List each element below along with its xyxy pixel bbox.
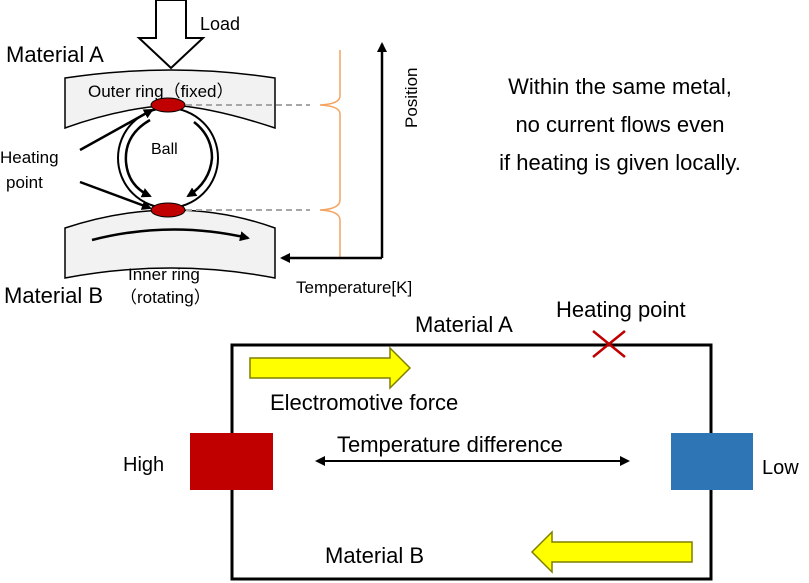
heating-point-x-icon (592, 330, 626, 358)
material-a-label: Material A (6, 42, 104, 67)
load-arrow (136, 0, 206, 70)
emf-arrow-left (530, 530, 693, 574)
temperature-difference-label: Temperature difference (337, 432, 563, 457)
ball-rotation-arrow-left (124, 118, 152, 198)
temperature-axis-label: Temperature[K] (296, 278, 412, 297)
inner-ring-rotation-arrow (91, 228, 250, 242)
ball-rotation-arrow-right (186, 121, 214, 198)
bottom-material-b-label: Material B (325, 543, 424, 568)
bottom-heating-point-label: Heating point (556, 297, 686, 322)
heating-point-label-line1: Heating (0, 148, 59, 167)
note-line-3: if heating is given locally. (499, 150, 741, 175)
note-line-2: no current flows even (515, 112, 724, 137)
hot-block (190, 433, 273, 490)
note-line-1: Within the same metal, (508, 74, 732, 99)
ball (117, 107, 219, 209)
heating-point-top (150, 97, 186, 113)
high-label: High (123, 454, 164, 476)
cold-block (671, 433, 753, 490)
rotating-label: （rotating） (120, 288, 211, 307)
temperature-curve (319, 50, 341, 258)
heating-pointer-arrow-bottom (79, 180, 152, 210)
bearing-diagram: Load Material A Outer ring（fixed） Ball I… (0, 0, 421, 308)
low-label: Low (762, 457, 799, 479)
note-text: Within the same metal, no current flows … (499, 74, 741, 175)
heating-pointer-arrow-top (79, 108, 154, 152)
material-b-label: Material B (4, 283, 103, 308)
emf-arrow-right (249, 346, 412, 390)
load-label: Load (200, 14, 240, 34)
position-axis-label: Position (402, 68, 421, 128)
inner-ring-label: Inner ring (128, 265, 200, 284)
emf-label: Electromotive force (270, 390, 458, 415)
circuit-diagram: Material A Heating point Electromotive f… (123, 297, 799, 581)
inner-ring (64, 209, 276, 279)
outer-ring-label: Outer ring（fixed） (88, 82, 234, 101)
heating-point-label-line2: point (6, 173, 43, 192)
ball-label: Ball (151, 141, 178, 158)
bottom-material-a-label: Material A (415, 312, 513, 337)
heating-point-bottom (150, 202, 186, 218)
